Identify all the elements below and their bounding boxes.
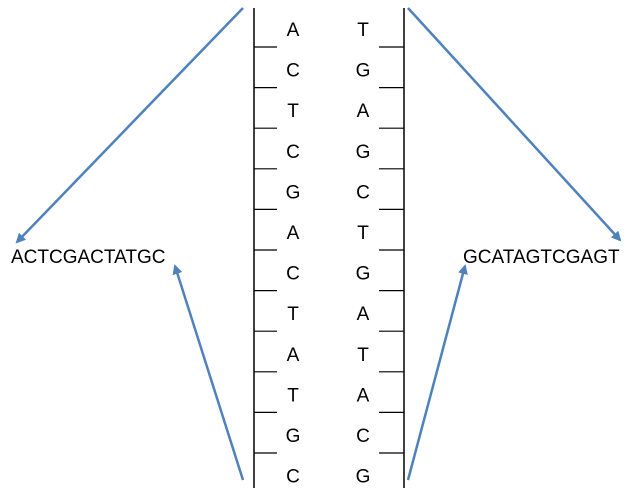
arrow-left-top	[15, 7, 244, 244]
right-base: A	[357, 385, 370, 406]
left-base: C	[286, 61, 300, 82]
left-base: A	[287, 20, 300, 41]
right-base: T	[357, 223, 369, 244]
left-sequence-label: ACTCGACTATGC	[11, 247, 165, 268]
right-base: T	[357, 345, 369, 366]
left-base: T	[287, 385, 299, 406]
left-base: A	[287, 223, 300, 244]
arrow-right-top	[407, 7, 622, 242]
right-base: A	[357, 304, 370, 325]
right-base: A	[357, 101, 370, 122]
right-base: C	[356, 426, 370, 447]
right-base: G	[356, 264, 371, 285]
left-base: C	[286, 264, 300, 285]
right-sequence-label: GCATAGTCGAGT	[463, 247, 620, 268]
left-base: G	[286, 182, 301, 203]
right-base: T	[357, 20, 369, 41]
arrow-left-bottom	[172, 264, 245, 481]
right-base: G	[356, 142, 371, 163]
left-base: C	[286, 467, 300, 488]
left-base: C	[286, 142, 300, 163]
right-base: G	[356, 467, 371, 488]
right-base: G	[356, 61, 371, 82]
arrow-right-bottom	[406, 264, 468, 481]
left-base: T	[287, 304, 299, 325]
right-base: C	[356, 182, 370, 203]
left-base: G	[286, 426, 301, 447]
left-base: T	[287, 101, 299, 122]
left-base: A	[287, 345, 300, 366]
